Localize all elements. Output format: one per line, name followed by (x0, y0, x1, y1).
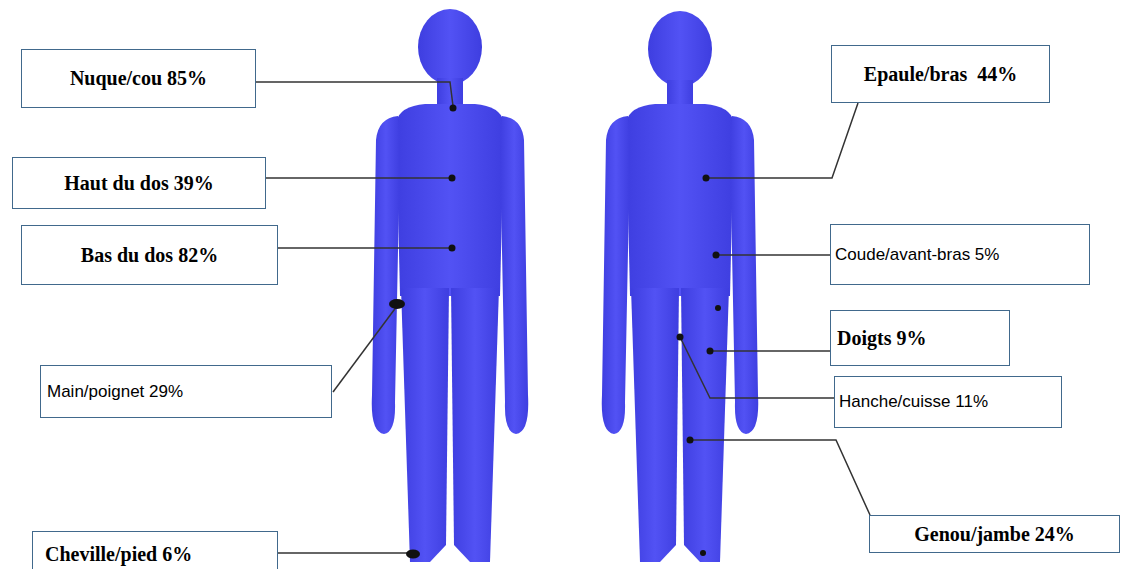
callout-label: Doigts 9% (837, 327, 926, 350)
leader-line (256, 82, 453, 106)
callout-label: Genou/jambe 24% (914, 523, 1075, 546)
figure-leg (401, 288, 449, 562)
callout-box: Genou/jambe 24% (869, 515, 1120, 553)
marker-dot (389, 299, 405, 309)
figure-arm (602, 116, 630, 434)
leader-line (266, 177, 450, 179)
callout-label: Coude/avant-bras 5% (835, 245, 999, 265)
figure-side (372, 116, 449, 562)
figure-head (418, 9, 482, 85)
figure-head (648, 11, 712, 87)
figure-side (681, 116, 758, 562)
leader-line (706, 103, 858, 178)
leader-line (278, 247, 450, 249)
figure-arm (500, 116, 528, 434)
callout-box: Hanche/cuisse 11% (834, 376, 1062, 428)
callout-box: Bas du dos 82% (21, 225, 278, 285)
callout-label: Main/poignet 29% (47, 382, 183, 402)
callout-box: Doigts 9% (830, 310, 1010, 366)
leader-line (690, 440, 870, 515)
callout-label: Cheville/pied 6% (45, 543, 192, 566)
figure-arm (730, 116, 758, 434)
human-figure (372, 9, 529, 562)
marker-dot (715, 305, 721, 311)
marker-dot (687, 437, 694, 444)
marker-dot (449, 245, 456, 252)
callout-label: Haut du dos 39% (64, 172, 214, 195)
callout-box: Main/poignet 29% (40, 365, 332, 418)
leader-line (710, 350, 830, 352)
callout-box: Haut du dos 39% (12, 157, 266, 209)
figure-torso (626, 104, 734, 296)
leader-line (278, 552, 412, 554)
callout-label: Epaule/bras 44% (864, 63, 1017, 86)
figure-arm (372, 116, 400, 434)
callout-label: Nuque/cou 85% (70, 67, 207, 90)
callout-box: Cheville/pied 6% (32, 531, 278, 569)
marker-dot (406, 550, 420, 559)
figure-leg (451, 288, 499, 562)
marker-dot (707, 348, 714, 355)
leader-line (716, 254, 830, 256)
marker-dot (700, 550, 706, 556)
callout-label: Bas du dos 82% (81, 244, 218, 267)
callout-box: Nuque/cou 85% (21, 49, 256, 108)
human-figure (602, 11, 759, 562)
callout-box: Coude/avant-bras 5% (830, 224, 1090, 285)
marker-dot (450, 105, 457, 112)
leader-lines (256, 82, 870, 553)
marker-dot (677, 334, 684, 341)
marker-dots (389, 105, 721, 559)
marker-dot (713, 252, 720, 259)
figure-leg (681, 288, 729, 562)
leader-line (680, 337, 834, 398)
leader-line (333, 306, 397, 392)
marker-dot (449, 175, 456, 182)
callout-box: Epaule/bras 44% (831, 45, 1050, 103)
figure-side (451, 116, 528, 562)
figure-leg (631, 288, 679, 562)
figure-side (602, 116, 679, 562)
figure-torso (396, 104, 504, 296)
marker-dot (703, 175, 710, 182)
callout-label: Hanche/cuisse 11% (839, 392, 988, 412)
